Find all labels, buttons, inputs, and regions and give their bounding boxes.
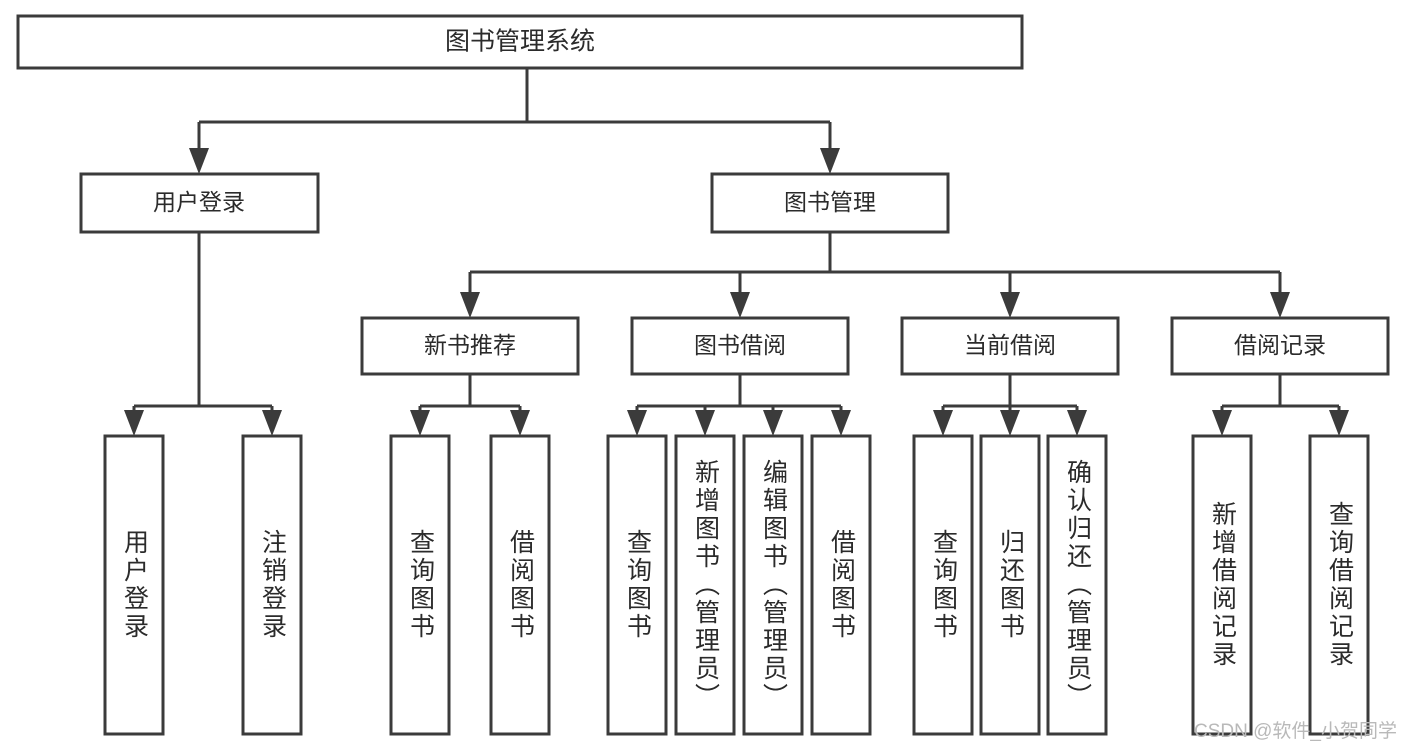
leaf-current-borrow-0[interactable]	[912, 434, 974, 736]
node-new-book-recommend[interactable]	[360, 316, 580, 376]
csdn-watermark: CSDN @软件_小贺同学	[1194, 721, 1397, 742]
leaf-current-borrow-1[interactable]	[979, 434, 1041, 736]
arrow-head-to-user-login	[189, 148, 209, 174]
node-borrow-record[interactable]	[1170, 316, 1390, 376]
arrow-head-br-leaf-1	[1212, 410, 1232, 436]
node-book-management-label: 图书管理	[784, 189, 876, 215]
node-book-borrow[interactable]	[630, 316, 850, 376]
leaf-book-borrow-2[interactable]	[742, 434, 804, 736]
arrow-head-user-login-leaf-2	[262, 410, 282, 436]
node-user-login-label: 用户登录	[153, 189, 245, 215]
leaf-borrow-record-1[interactable]	[1308, 434, 1370, 736]
node-current-borrow[interactable]	[900, 316, 1120, 376]
node-new-book-recommend-label: 新书推荐	[424, 332, 516, 358]
arrow-head-bb-leaf-1	[627, 410, 647, 436]
node-book-borrow-label: 图书借阅	[694, 332, 786, 358]
arrow-head-bb-leaf-2	[695, 410, 715, 436]
leaf-new-book-recommend-1[interactable]	[489, 434, 551, 736]
leaf-user-login-0[interactable]	[103, 434, 165, 736]
arrow-head-user-login-leaf-1	[124, 410, 144, 436]
leaf-book-borrow-1[interactable]	[674, 434, 736, 736]
node-root-book-management-system[interactable]	[16, 14, 1024, 70]
node-borrow-record-label: 借阅记录	[1234, 332, 1326, 358]
arrow-head-br-leaf-2	[1329, 410, 1349, 436]
arrow-head-nbr-leaf-1	[410, 410, 430, 436]
node-root-label: 图书管理系统	[445, 28, 595, 56]
leaf-book-borrow-3[interactable]	[810, 434, 872, 736]
leaf-current-borrow-2[interactable]	[1046, 434, 1108, 736]
arrow-head-to-book-borrow	[730, 292, 750, 318]
arrow-head-to-new-book-recommend	[460, 292, 480, 318]
arrow-head-cb-leaf-2	[1000, 410, 1020, 436]
node-current-borrow-label: 当前借阅	[964, 332, 1056, 358]
node-book-management[interactable]	[710, 172, 950, 234]
leaf-new-book-recommend-0[interactable]	[389, 434, 451, 736]
arrow-head-bb-leaf-3	[763, 410, 783, 436]
leaf-borrow-record-0[interactable]	[1191, 434, 1253, 736]
leaf-book-borrow-0[interactable]	[606, 434, 668, 736]
arrow-head-cb-leaf-3	[1067, 410, 1087, 436]
arrow-head-cb-leaf-1	[933, 410, 953, 436]
arrow-head-to-book-management	[820, 148, 840, 174]
arrow-head-to-borrow-record	[1270, 292, 1290, 318]
arrow-head-to-current-borrow	[1000, 292, 1020, 318]
arrow-head-bb-leaf-4	[831, 410, 851, 436]
arrow-head-nbr-leaf-2	[510, 410, 530, 436]
leaf-user-login-1[interactable]	[241, 434, 303, 736]
